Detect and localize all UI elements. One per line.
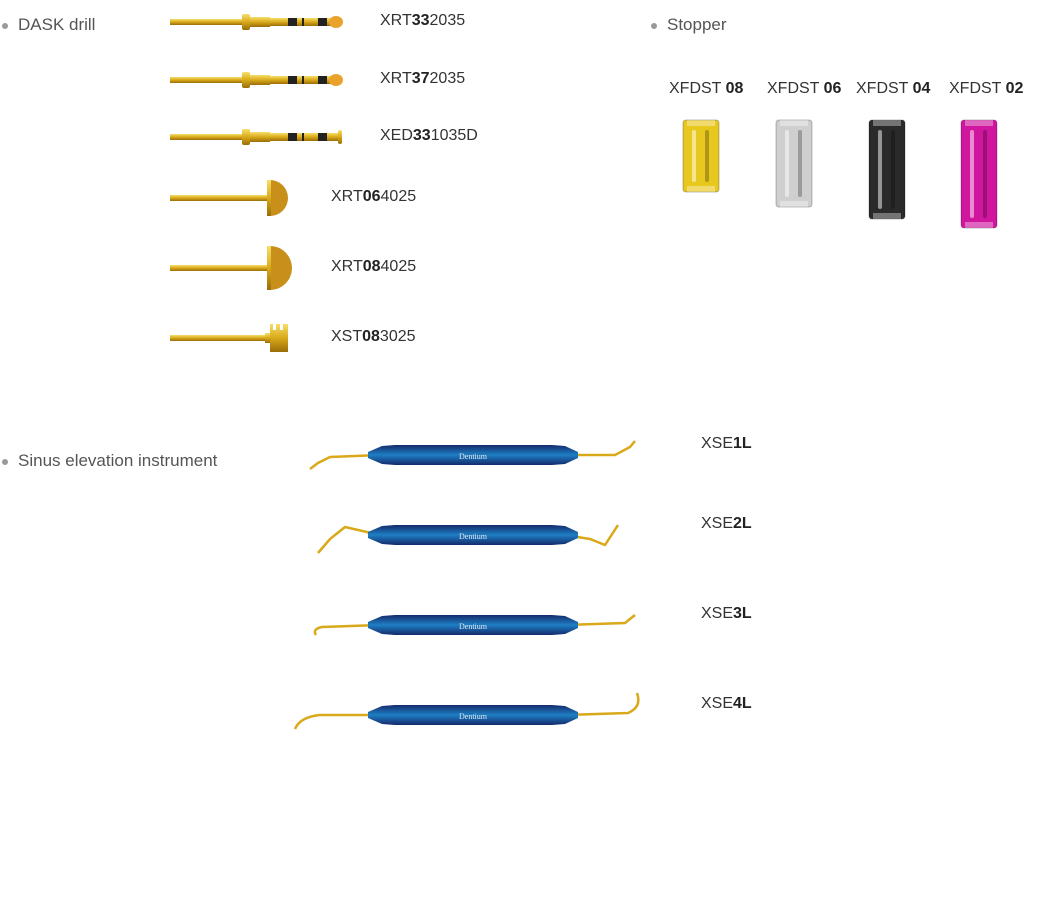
drill-image bbox=[170, 246, 292, 290]
label-bold: 08 bbox=[362, 258, 381, 275]
label-pre: XFDST bbox=[856, 80, 913, 97]
drill-image bbox=[170, 180, 288, 216]
brand-logo: Dentium bbox=[459, 532, 488, 541]
sinus-instrument-image: Dentium bbox=[317, 524, 620, 554]
stopper-image bbox=[682, 119, 720, 193]
label-pre: XFDST bbox=[767, 80, 824, 97]
label-post: 3025 bbox=[379, 328, 416, 345]
label-bold: 33 bbox=[411, 12, 430, 29]
section-title: Stopper bbox=[667, 15, 727, 34]
bullet-icon bbox=[2, 22, 8, 29]
section-dask-drill: DASK drill bbox=[2, 15, 95, 35]
label-bold: 2L bbox=[733, 515, 752, 532]
instrument-label: XSE2L bbox=[701, 515, 752, 533]
section-sinus: Sinus elevation instrument bbox=[2, 451, 217, 471]
label-bold: 08 bbox=[362, 328, 380, 345]
label-bold: 33 bbox=[412, 127, 431, 144]
brand-logo: Dentium bbox=[459, 622, 488, 631]
stopper-image bbox=[960, 119, 998, 229]
stopper-label: XFDST 06 bbox=[767, 80, 841, 98]
section-title: DASK drill bbox=[18, 15, 96, 34]
sinus-instrument-image: Dentium bbox=[309, 440, 636, 470]
drill-label: XRT332035 bbox=[380, 12, 465, 30]
drill-label: XED331035D bbox=[380, 127, 478, 145]
label-bold: 06 bbox=[823, 80, 842, 97]
stopper-image bbox=[775, 119, 813, 208]
label-pre: XSE bbox=[701, 435, 734, 452]
instrument-label: XSE3L bbox=[701, 605, 752, 623]
section-stopper: Stopper bbox=[651, 15, 727, 35]
label-post: 2035 bbox=[429, 12, 466, 29]
label-pre: XST bbox=[331, 328, 363, 345]
label-pre: XRT bbox=[331, 188, 363, 205]
stopper-label: XFDST 02 bbox=[949, 80, 1023, 98]
label-bold: 06 bbox=[362, 188, 381, 205]
brand-logo: Dentium bbox=[459, 712, 488, 721]
drill-image bbox=[170, 72, 343, 88]
instrument-label: XSE1L bbox=[701, 435, 752, 453]
label-bold: 3L bbox=[733, 605, 752, 622]
label-pre: XED bbox=[380, 127, 413, 144]
sinus-instrument-image: Dentium bbox=[313, 614, 636, 636]
drill-label: XST083025 bbox=[331, 328, 416, 346]
label-bold: 1L bbox=[733, 435, 752, 452]
bullet-icon bbox=[651, 22, 657, 29]
drill-label: XRT064025 bbox=[331, 188, 416, 206]
label-bold: 04 bbox=[912, 80, 931, 97]
drill-image bbox=[170, 129, 342, 145]
label-bold: 08 bbox=[725, 80, 744, 97]
label-post: 2035 bbox=[429, 70, 466, 87]
label-pre: XFDST bbox=[669, 80, 726, 97]
bullet-icon bbox=[2, 458, 8, 465]
label-pre: XFDST bbox=[949, 80, 1006, 97]
label-pre: XRT bbox=[380, 70, 412, 87]
label-pre: XRT bbox=[331, 258, 363, 275]
stopper-image bbox=[868, 119, 906, 220]
label-pre: XSE bbox=[701, 515, 734, 532]
drill-label: XRT084025 bbox=[331, 258, 416, 276]
instrument-label: XSE4L bbox=[701, 695, 752, 713]
drill-image bbox=[170, 14, 343, 30]
label-post: 1035D bbox=[430, 127, 478, 144]
drill-label: XRT372035 bbox=[380, 70, 465, 88]
section-title: Sinus elevation instrument bbox=[18, 451, 218, 470]
label-pre: XRT bbox=[380, 12, 412, 29]
label-bold: 37 bbox=[411, 70, 430, 87]
drill-image bbox=[170, 324, 288, 352]
sinus-instrument-image: Dentium bbox=[293, 692, 640, 730]
brand-logo: Dentium bbox=[459, 452, 488, 461]
label-bold: 02 bbox=[1005, 80, 1024, 97]
label-pre: XSE bbox=[701, 605, 734, 622]
label-post: 4025 bbox=[380, 258, 417, 275]
stopper-label: XFDST 04 bbox=[856, 80, 930, 98]
stopper-label: XFDST 08 bbox=[669, 80, 743, 98]
label-pre: XSE bbox=[701, 695, 734, 712]
label-bold: 4L bbox=[733, 695, 752, 712]
label-post: 4025 bbox=[380, 188, 417, 205]
